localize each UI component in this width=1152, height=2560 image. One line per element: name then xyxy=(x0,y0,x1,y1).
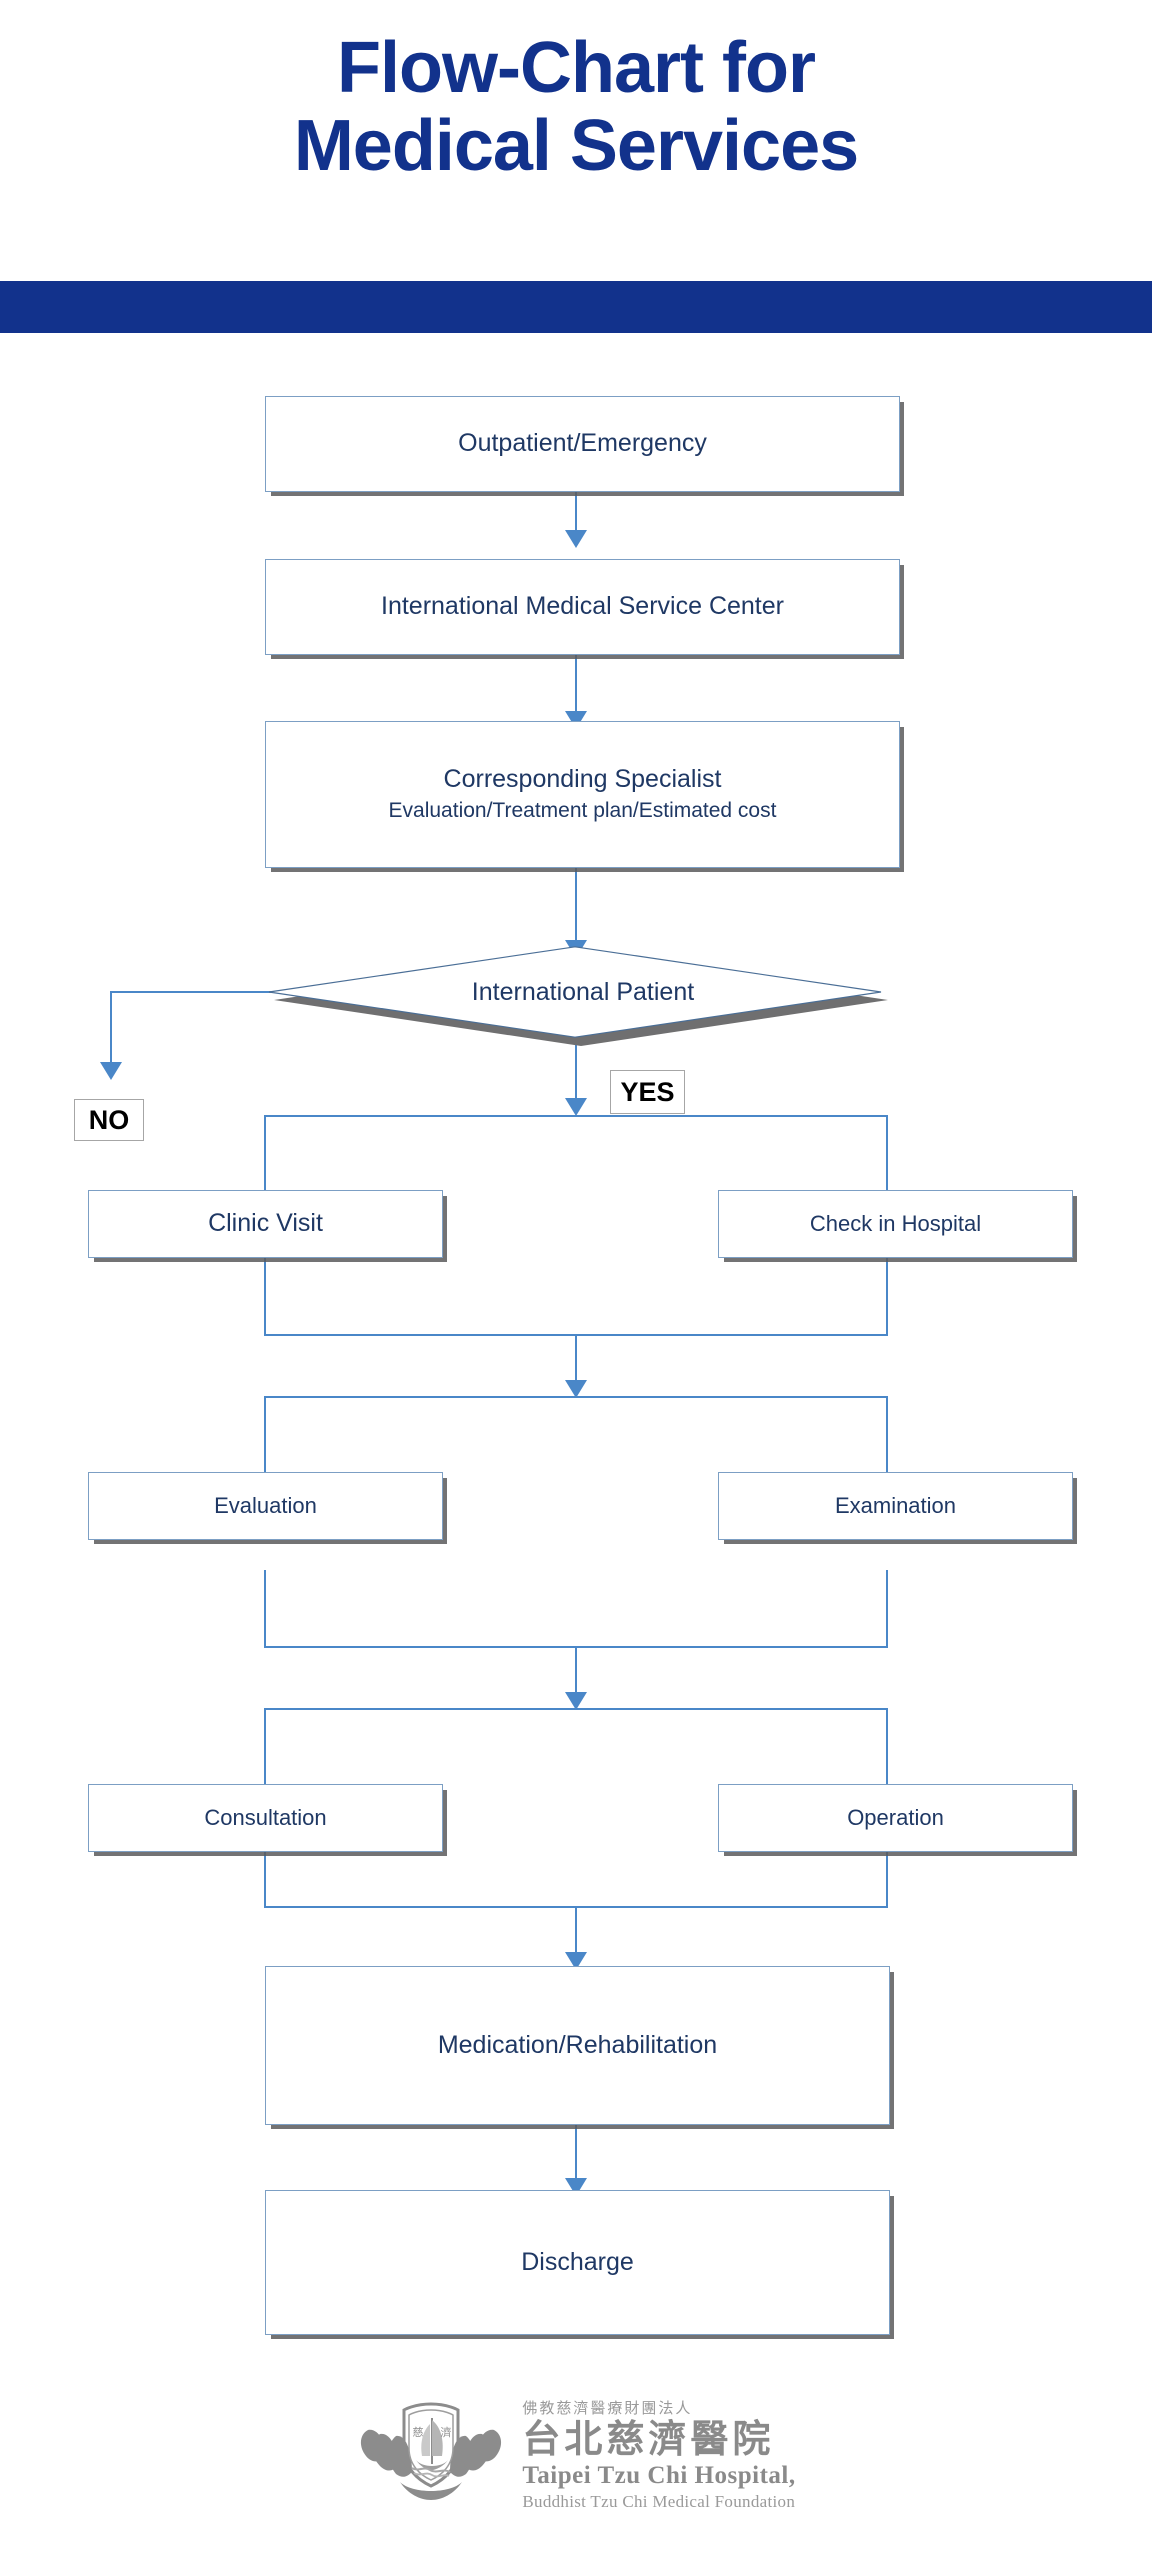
node-label: Outpatient/Emergency xyxy=(458,429,707,458)
merge-bracket-eval-row xyxy=(264,1570,888,1648)
node-label: Check in Hospital xyxy=(809,1211,982,1237)
page-title-line-1: Flow-Chart for xyxy=(337,28,816,108)
node-label: International Medical Service Center xyxy=(381,592,784,621)
lotus-ship-emblem-icon: 慈 濟 xyxy=(356,2398,506,2513)
node-outpatient-emergency[interactable]: Outpatient/Emergency xyxy=(265,396,900,492)
node-label: Examination xyxy=(834,1493,957,1519)
arrow-outpatient-to-imsc xyxy=(565,530,587,548)
node-international-medical-service-center[interactable]: International Medical Service Center xyxy=(265,559,900,655)
decision-label: International Patient xyxy=(471,977,695,1006)
hospital-logo-text: 佛教慈濟醫療財團法人 台北慈濟醫院 Taipei Tzu Chi Hospita… xyxy=(522,2399,795,2512)
connector-decision-to-no-horizontal xyxy=(110,991,272,993)
connector-decision-to-no-vertical xyxy=(110,991,112,1069)
decision-international-patient[interactable]: International Patient xyxy=(268,946,888,1046)
page-title-line-2: Medical Services xyxy=(293,105,859,186)
branch-tag-no-label: NO xyxy=(88,1104,130,1135)
svg-text:濟: 濟 xyxy=(441,2425,452,2439)
connector-decision-to-yes xyxy=(575,1035,577,1105)
node-discharge[interactable]: Discharge xyxy=(265,2190,890,2335)
connector-specialist-to-decision xyxy=(575,868,577,950)
node-examination[interactable]: Examination xyxy=(718,1472,1073,1540)
node-label: Operation xyxy=(847,1805,944,1831)
hospital-logo: 慈 濟 佛教慈濟醫療財團法人 台北慈濟醫院 Taipei Tzu Chi Hos… xyxy=(0,2398,1152,2513)
node-clinic-visit[interactable]: Clinic Visit xyxy=(88,1190,443,1258)
node-sublabel: Evaluation/Treatment plan/Estimated cost xyxy=(388,799,777,823)
node-operation[interactable]: Operation xyxy=(718,1784,1073,1852)
arrow-eval-to-consult-row xyxy=(565,1692,587,1710)
svg-text:慈: 慈 xyxy=(413,2425,424,2439)
connector-imsc-to-specialist xyxy=(575,655,577,717)
node-evaluation[interactable]: Evaluation xyxy=(88,1472,443,1540)
node-consultation[interactable]: Consultation xyxy=(88,1784,443,1852)
merge-bracket-visit-row xyxy=(264,1258,888,1336)
node-label: Clinic Visit xyxy=(208,1209,323,1238)
logo-foundation-cn: 佛教慈濟醫療財團法人 xyxy=(522,2399,693,2418)
connector-visit-to-eval-row xyxy=(575,1334,577,1386)
logo-hospital-en: Taipei Tzu Chi Hospital, xyxy=(522,2461,796,2489)
branch-tag-yes: YES xyxy=(610,1070,685,1114)
arrow-visit-to-eval-row xyxy=(565,1380,587,1398)
node-label: Evaluation xyxy=(214,1493,317,1519)
connector-consult-to-medication xyxy=(575,1906,577,1964)
page-title: Flow-Chart for Medical Services xyxy=(0,28,1152,186)
header-accent-bar xyxy=(0,281,1152,333)
logo-hospital-cn: 台北慈濟醫院 xyxy=(522,2416,775,2462)
node-label: Medication/Rehabilitation xyxy=(437,2030,718,2059)
node-label: Corresponding Specialist xyxy=(443,765,722,794)
arrow-decision-to-no xyxy=(100,1062,122,1080)
node-label: Consultation xyxy=(204,1805,327,1831)
connector-medication-to-discharge xyxy=(575,2125,577,2185)
branch-tag-yes-label: YES xyxy=(620,1076,675,1107)
node-medication-rehabilitation[interactable]: Medication/Rehabilitation xyxy=(265,1966,890,2125)
arrow-consult-to-medication xyxy=(565,1952,587,1970)
node-corresponding-specialist[interactable]: Corresponding Specialist Evaluation/Trea… xyxy=(265,721,900,868)
split-bracket-visit-row xyxy=(264,1115,888,1193)
node-label: Discharge xyxy=(521,2247,634,2276)
logo-foundation-en: Buddhist Tzu Chi Medical Foundation xyxy=(522,2491,796,2511)
split-bracket-eval-row xyxy=(264,1396,888,1496)
branch-tag-no: NO xyxy=(74,1099,144,1141)
connector-outpatient-to-imsc xyxy=(575,492,577,536)
connector-eval-to-consult-row xyxy=(575,1646,577,1698)
node-check-in-hospital[interactable]: Check in Hospital xyxy=(718,1190,1073,1258)
arrow-decision-to-yes xyxy=(565,1098,587,1116)
